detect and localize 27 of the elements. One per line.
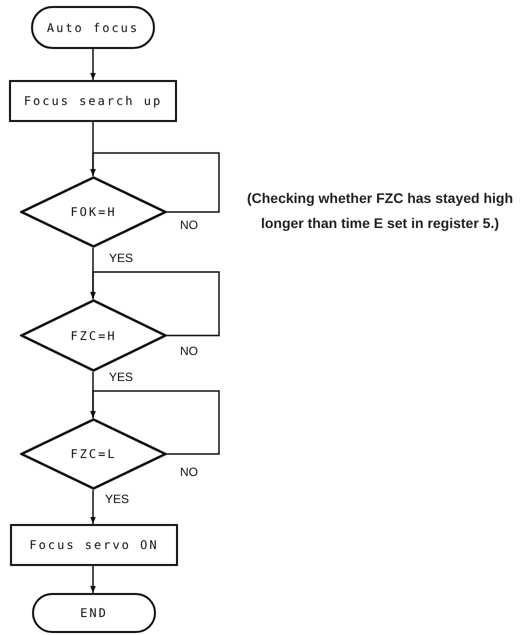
- node-text: Auto focus: [46, 20, 140, 34]
- terminal-shape: [32, 593, 156, 633]
- decision-diamond: [20, 418, 167, 490]
- edge-label: NO: [179, 465, 199, 479]
- loop-arrow: [90, 152, 220, 213]
- decision-diamond: [20, 299, 167, 372]
- node-text: Focus servo ON: [29, 538, 159, 552]
- node-text: END: [80, 606, 108, 620]
- node-text: FZC=H: [70, 328, 117, 342]
- arrow: [90, 566, 96, 593]
- loop-arrow: [90, 390, 220, 455]
- arrow: [90, 49, 96, 80]
- edge-label: YES: [104, 492, 130, 506]
- loop-arrow: [90, 271, 220, 336]
- process-box: [9, 80, 177, 122]
- edge-label: NO: [179, 218, 199, 232]
- node-text: FZC=L: [70, 447, 117, 461]
- edge-label: NO: [179, 344, 199, 358]
- process-box: [10, 524, 178, 566]
- note-text: (Checking whether FZC has stayed high longer than time E set in register 5.): [246, 189, 514, 233]
- arrow: [90, 490, 96, 524]
- decision-diamond: [20, 176, 167, 248]
- node-text: FOK=H: [70, 205, 117, 219]
- terminal-shape: [31, 6, 155, 49]
- edge-label: YES: [108, 370, 134, 384]
- node-text: Focus search up: [24, 94, 162, 108]
- edge-label: YES: [108, 251, 134, 265]
